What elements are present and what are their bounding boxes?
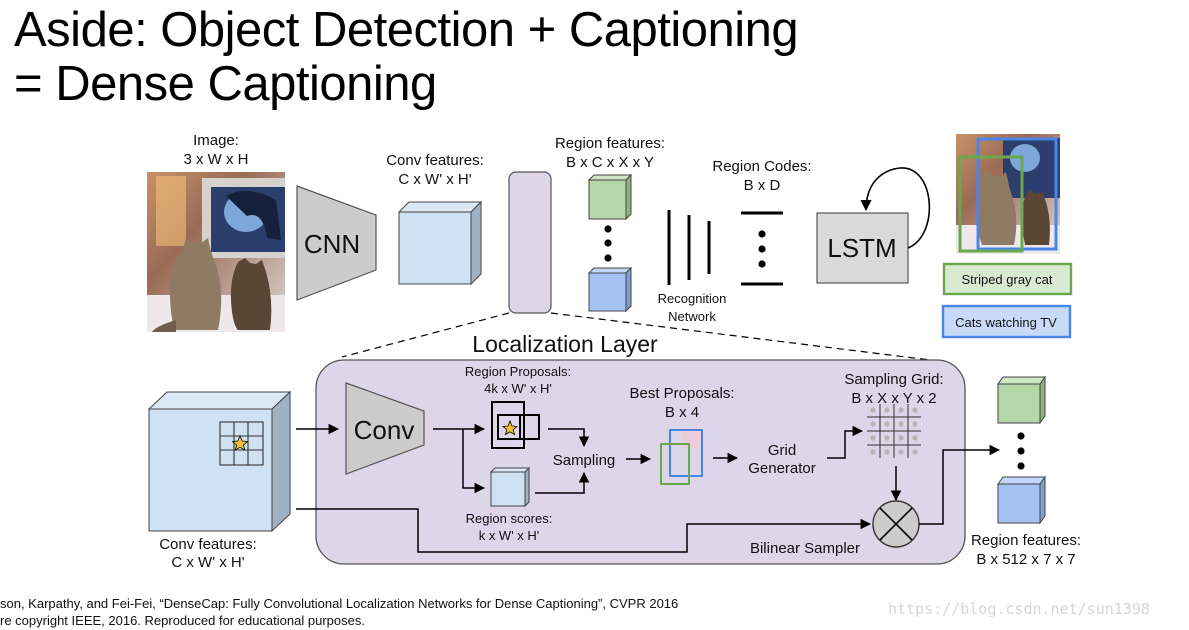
best-proposal-box-blue	[669, 429, 703, 477]
lstm-block	[816, 212, 909, 284]
best-proposals-dims: B x 4	[665, 404, 699, 421]
output-region-cube-blue	[997, 475, 1046, 525]
arrow-scores-to-sampling	[535, 471, 590, 494]
best-proposal-box-green	[660, 443, 690, 485]
recognition-label: Recognition	[658, 291, 727, 306]
region-scores-label: Region scores:	[466, 511, 553, 526]
region-scores-cube	[489, 466, 531, 508]
localization-layer-pill	[508, 171, 552, 314]
sampling-point	[898, 435, 904, 441]
star-icon	[501, 419, 519, 436]
loc-conv-features-label: Conv features:	[159, 536, 257, 553]
arrow-features-to-sampler	[296, 508, 872, 553]
sampling-point	[898, 421, 904, 427]
output-region-features-dims: B x 512 x 7 x 7	[976, 551, 1075, 568]
arrow-to-sampling-grid	[827, 425, 864, 459]
proposal-box-tall	[491, 401, 525, 449]
slide-title-line-2: = Dense Captioning	[14, 57, 437, 111]
ellipsis-dot	[604, 225, 612, 233]
sampling-point	[870, 421, 876, 427]
network-label: Network	[668, 309, 716, 324]
arrow-sampler-to-output	[919, 444, 1001, 525]
ellipsis-dot	[758, 260, 766, 268]
ellipsis-dot	[604, 254, 612, 262]
ellipsis-dot	[604, 239, 612, 247]
conv-block	[345, 382, 425, 475]
caption-text: Striped gray cat	[961, 272, 1052, 287]
citation-line-2: re copyright IEEE, 2016. Reproduced for …	[0, 613, 365, 628]
conv-features-label: Conv features:	[386, 152, 484, 169]
grid-generator-label-2: Generator	[748, 460, 816, 477]
sampling-point	[884, 449, 890, 455]
anchor-grid	[219, 421, 264, 466]
best-proposals-label: Best Proposals:	[629, 385, 734, 402]
sampling-point	[884, 421, 890, 427]
ellipsis-dot	[758, 245, 766, 253]
input-image	[147, 172, 285, 332]
region-proposals-label: Region Proposals:	[465, 364, 571, 379]
output-region-cube-green	[997, 375, 1046, 425]
arrow-proposals-to-sampling	[548, 428, 590, 448]
sampling-point	[912, 421, 918, 427]
arrow-to-scores	[462, 429, 486, 494]
conv-label: Conv	[354, 415, 415, 445]
detection-box-green	[958, 155, 1024, 253]
region-feature-cube-blue	[587, 266, 633, 313]
caption-box-cats-watching-tv	[941, 304, 1072, 339]
sampling-label: Sampling	[553, 452, 616, 469]
bilinear-sampler-node	[872, 500, 920, 548]
star-icon	[231, 435, 249, 451]
sampling-point	[898, 407, 904, 413]
region-scores-dims: k x W' x H'	[479, 528, 540, 543]
slide-title-line-1: Aside: Object Detection + Captioning	[14, 3, 799, 57]
proposal-box-wide	[497, 414, 540, 440]
region-feature-cube-green	[587, 173, 633, 221]
localization-layer-panel	[315, 359, 966, 565]
sampling-point	[912, 449, 918, 455]
sampling-grid-dims: B x X x Y x 2	[851, 390, 936, 407]
region-proposals-dims: 4k x W' x H'	[484, 381, 552, 396]
ellipsis-dot	[758, 230, 766, 238]
sampling-point	[870, 449, 876, 455]
bilinear-sampler-label: Bilinear Sampler	[750, 540, 860, 557]
caption-box-striped-gray-cat	[942, 262, 1073, 296]
conv-features-cube	[397, 200, 483, 286]
caption-text: Cats watching TV	[955, 315, 1057, 330]
ellipsis-dot	[1017, 432, 1025, 440]
conv-features-input-cube	[147, 390, 292, 533]
sampling-point	[898, 449, 904, 455]
sampling-point	[912, 407, 918, 413]
detection-box-blue	[976, 137, 1058, 251]
lstm-recurrence-arrow	[860, 167, 931, 249]
citation-line-1: son, Karpathy, and Fei-Fei, “DenseCap: F…	[0, 596, 679, 611]
sampling-point	[870, 407, 876, 413]
lstm-label: LSTM	[827, 233, 896, 263]
watermark-url: https://blog.csdn.net/sun1398	[888, 600, 1150, 618]
sampling-point	[870, 435, 876, 441]
loc-conv-features-dims: C x W' x H'	[171, 554, 244, 571]
sampling-grid	[867, 404, 921, 458]
image-dims: 3 x W x H	[183, 151, 248, 168]
sampling-point	[884, 435, 890, 441]
ellipsis-dot	[1017, 447, 1025, 455]
zoom-guide-right	[550, 312, 931, 361]
image-label: Image:	[193, 132, 239, 149]
output-image	[956, 134, 1060, 254]
output-region-features-label: Region features:	[971, 532, 1081, 549]
sampling-point	[912, 435, 918, 441]
region-features-label: Region features:	[555, 135, 665, 152]
grid-generator-label-1: Grid	[768, 442, 796, 459]
region-codes-dims: B x D	[744, 177, 781, 194]
sampling-point	[884, 407, 890, 413]
conv-features-dims: C x W' x H'	[398, 171, 471, 188]
ellipsis-dot	[1017, 462, 1025, 470]
cnn-block	[296, 185, 377, 301]
sampling-grid-label: Sampling Grid:	[844, 371, 943, 388]
region-codes-label: Region Codes:	[712, 158, 811, 175]
zoom-guide-left	[341, 312, 510, 358]
localization-layer-title: Localization Layer	[472, 331, 658, 357]
cnn-label: CNN	[304, 229, 360, 259]
region-features-dims: B x C x X x Y	[566, 154, 654, 171]
